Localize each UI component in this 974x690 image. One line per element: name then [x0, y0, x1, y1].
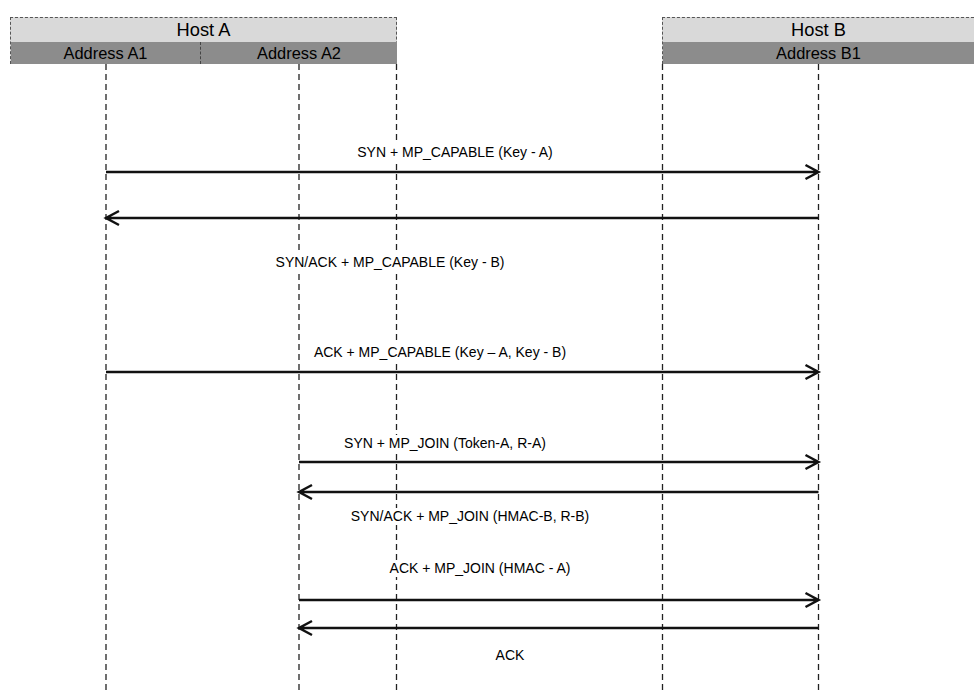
host-boundary: [662, 64, 663, 690]
message-arrow: [299, 593, 819, 607]
message-label: SYN/ACK + MP_JOIN (HMAC-B, R-B): [348, 508, 592, 525]
host-title: Host A: [11, 18, 396, 42]
address-label: Address A2: [201, 42, 397, 64]
message-label: SYN + MP_JOIN (Token-A, R-A): [341, 435, 549, 452]
message-label: ACK: [493, 647, 528, 664]
message-arrow: [299, 455, 819, 469]
message-label: ACK + MP_CAPABLE (Key – A, Key - B): [311, 344, 569, 361]
address-box: Address B1: [663, 42, 974, 64]
message-arrow: [106, 165, 819, 179]
message-label: SYN + MP_CAPABLE (Key - A): [354, 144, 555, 161]
address-label: Address A1: [11, 42, 200, 64]
message-arrow: [106, 365, 819, 379]
message-arrow: [106, 211, 819, 225]
message-arrow: [299, 485, 819, 499]
address-label: Address B1: [663, 42, 974, 64]
lifeline: [298, 64, 299, 690]
address-box: Address A1: [11, 42, 201, 64]
host-title: Host B: [663, 18, 974, 42]
host-band: Host BAddress B1: [662, 17, 974, 64]
host-band: Host AAddress A1Address A2: [10, 17, 397, 64]
message-arrow: [299, 621, 819, 635]
lifeline: [818, 64, 819, 690]
message-label: ACK + MP_JOIN (HMAC - A): [387, 560, 574, 577]
lifeline: [105, 64, 106, 690]
message-label: SYN/ACK + MP_CAPABLE (Key - B): [273, 254, 508, 271]
address-box: Address A2: [201, 42, 397, 64]
